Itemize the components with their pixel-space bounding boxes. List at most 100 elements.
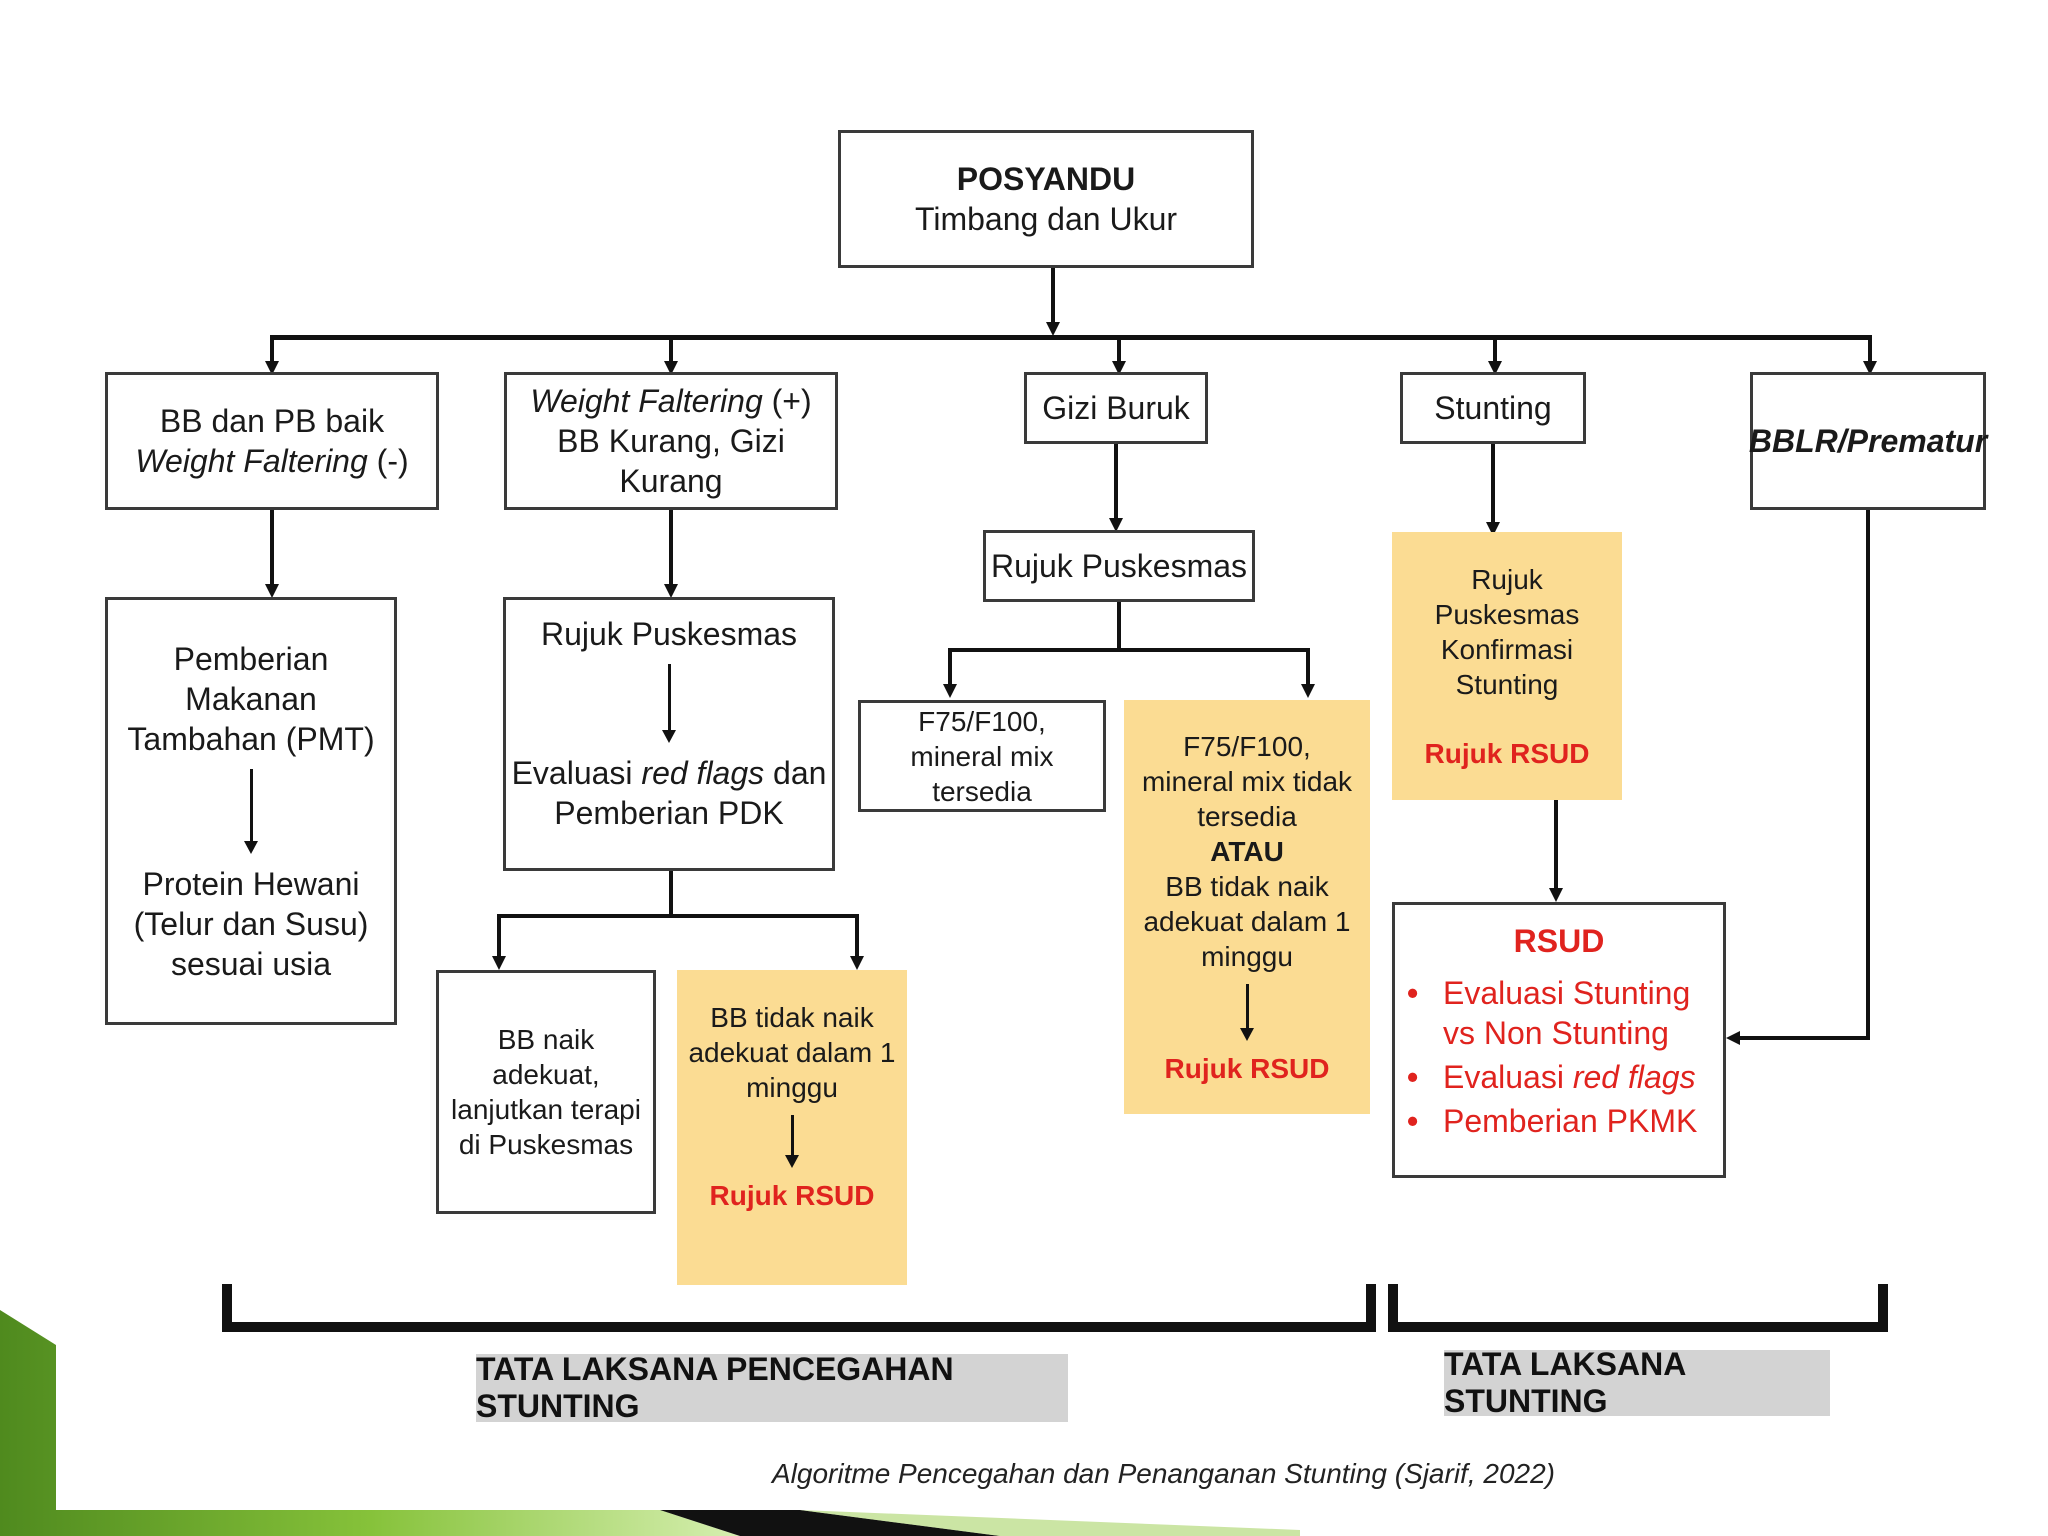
connector-main-bar (270, 335, 1872, 340)
pmt-text: Pemberian Makanan Tambahan (PMT) (127, 640, 375, 757)
rujuk-col2-inner-arrow-shaft (667, 664, 671, 730)
rsud-item-pemberian-pkmk: Pemberian PKMK (1395, 1101, 1723, 1141)
bb-tidak-naik-col2-inner-arrow (785, 1115, 799, 1168)
connector-col2-split-bar (497, 914, 859, 918)
connector-col2-right-drop (855, 914, 859, 958)
bb-pb-baik-box: BB dan PB baik Weight Faltering (-) (105, 372, 439, 510)
bracket-prevention (222, 1284, 1376, 1332)
f75-tersedia-box: F75/F100, mineral mix tersedia (858, 700, 1106, 812)
arrow-col2-right-drop (850, 956, 864, 970)
connector-col5-down (1866, 510, 1870, 1040)
weight-faltering-pos-sign: (+) (762, 383, 812, 419)
arrow-drop-col4 (1488, 361, 1502, 375)
rsud-item2-italic: red flags (1572, 1059, 1696, 1095)
connector-col2-split-stem (669, 871, 673, 916)
arrow-drop-col3 (1112, 361, 1126, 375)
rsud-list: Evaluasi Stunting vs Non Stunting Evalua… (1395, 969, 1723, 1145)
arrow-col3-down (1109, 518, 1123, 532)
red-flags-italic: red flags (641, 755, 765, 791)
bb-naik-adekuat-box: BB naik adekuat, lanjutkan terapi di Pus… (436, 970, 656, 1214)
figure-caption: Algoritme Pencegahan dan Penanganan Stun… (772, 1458, 1555, 1489)
connector-col3-right-drop (1306, 648, 1310, 688)
connector-drop-col2 (669, 335, 673, 365)
rsud-item-evaluasi-stunting: Evaluasi Stunting vs Non Stunting (1395, 973, 1723, 1053)
bracket-treatment (1388, 1284, 1888, 1332)
rujuk-rsud-col2: Rujuk RSUD (709, 1180, 875, 1211)
connector-root-trunk (1051, 268, 1055, 330)
posyandu-subtitle: Timbang dan Ukur (914, 201, 1178, 237)
connector-drop-col4 (1493, 335, 1497, 365)
stunting-text: Stunting (1434, 390, 1552, 426)
label-prevention: TATA LAKSANA PENCEGAHAN STUNTING (476, 1351, 1068, 1424)
bb-pb-baik-line2: Weight Faltering (-) (135, 441, 408, 481)
evaluasi-line1: Evaluasi red flags dan (512, 753, 827, 793)
arrow-root-trunk (1046, 322, 1060, 336)
bb-tidak-naik-col2-inner-arrow-shaft (790, 1115, 794, 1155)
connector-col5-to-rsud (1738, 1036, 1870, 1040)
gizi-buruk-text: Gizi Buruk (1042, 390, 1190, 426)
arrow-col4-to-rsud (1549, 888, 1563, 902)
connector-col3-down (1114, 444, 1118, 522)
pmt-inner-arrow-head (244, 840, 258, 854)
bb-pb-baik-line1: BB dan PB baik (159, 403, 385, 439)
arrow-col2-down (664, 584, 678, 598)
bblr-prematur-box: BBLR/Prematur (1748, 372, 1988, 510)
weight-faltering-pos-line1: Weight Faltering (+) (530, 381, 811, 421)
pmt-box: Pemberian Makanan Tambahan (PMT) Protein… (105, 597, 397, 1025)
weight-faltering-neg-sign: (-) (367, 443, 409, 479)
connector-col2-left-drop (497, 914, 501, 958)
f75-tidak-tersedia-box: F75/F100, mineral mix tidak tersedia ATA… (1124, 700, 1370, 1114)
connector-drop-col5 (1868, 335, 1872, 365)
rujuk-konfirmasi-box: Rujuk Puskesmas Konfirmasi Stunting Ruju… (1392, 532, 1622, 800)
connector-drop-col3 (1117, 335, 1121, 365)
rsud-item-evaluasi-red-flags: Evaluasi red flags (1395, 1057, 1723, 1097)
bblr-prematur-text: BBLR/Prematur (1748, 423, 1988, 459)
connector-col1-down (270, 510, 274, 587)
rujuk-rsud-col4: Rujuk RSUD (1424, 737, 1590, 769)
col3-inner-arrow-shaft (1245, 983, 1249, 1028)
posyandu-title: POSYANDU (956, 161, 1136, 197)
rujuk-konfirmasi-text: Rujuk Puskesmas Konfirmasi Stunting (1434, 563, 1580, 700)
rujuk-puskesmas-col3-text: Rujuk Puskesmas (990, 548, 1248, 584)
evaluasi-pre: Evaluasi (511, 755, 642, 791)
weight-faltering-pos-box: Weight Faltering (+) BB Kurang, Gizi Kur… (504, 372, 838, 510)
rujuk-col2-inner-arrow (662, 664, 676, 743)
connector-col2-down (669, 510, 673, 587)
weight-faltering-pos-italic: Weight Faltering (530, 383, 763, 419)
bb-naik-adekuat-text: BB naik adekuat, lanjutkan terapi di Pus… (451, 1024, 641, 1160)
f75-tersedia-text: F75/F100, mineral mix tersedia (910, 705, 1054, 807)
pmt-inner-arrow-shaft (249, 768, 253, 841)
bb-tidak-naik-col2-text: BB tidak naik adekuat dalam 1 minggu (688, 1002, 896, 1103)
arrow-drop-col1 (265, 361, 279, 375)
connector-drop-col1 (270, 335, 274, 365)
rsud-title: RSUD (1513, 923, 1605, 959)
bb-tidak-naik-col2-box: BB tidak naik adekuat dalam 1 minggu Ruj… (677, 970, 907, 1285)
bb-tidak-naik-col2-inner-arrow-head (785, 1155, 799, 1168)
arrow-drop-col5 (1863, 361, 1877, 375)
bb-kurang-line: BB Kurang, Gizi Kurang (557, 423, 785, 499)
evaluasi-post: dan (764, 755, 827, 791)
protein-hewani-text: Protein Hewani (Telur dan Susu) sesuai u… (133, 865, 369, 982)
arrow-col3-right-drop (1301, 684, 1315, 698)
arrow-col3-left-drop (943, 684, 957, 698)
bb-tidak-naik-col3-text: BB tidak naik adekuat dalam 1 minggu (1143, 870, 1351, 972)
col3-inner-arrow-head (1240, 1027, 1254, 1041)
label-treatment: TATA LAKSANA STUNTING (1444, 1346, 1830, 1419)
posyandu-box: POSYANDU Timbang dan Ukur (838, 130, 1254, 268)
col3-inner-arrow (1240, 983, 1254, 1041)
pmt-inner-arrow (244, 768, 258, 854)
rujuk-puskesmas-col2-box: Rujuk Puskesmas Evaluasi red flags dan P… (503, 597, 835, 871)
arrow-col2-left-drop (492, 956, 506, 970)
rujuk-puskesmas-col3-box: Rujuk Puskesmas (983, 530, 1255, 602)
pemberian-pdk-line: Pemberian PDK (554, 795, 784, 831)
weight-faltering-neg-italic: Weight Faltering (135, 443, 368, 479)
connector-col4-to-rsud (1554, 800, 1558, 892)
arrow-col5-to-rsud (1726, 1031, 1740, 1045)
rsud-box: RSUD Evaluasi Stunting vs Non Stunting E… (1392, 902, 1726, 1178)
rsud-item2-pre: Evaluasi (1443, 1059, 1573, 1095)
arrow-col1-down (265, 584, 279, 598)
atau-text: ATAU (1210, 835, 1284, 867)
rujuk-rsud-col3: Rujuk RSUD (1164, 1052, 1330, 1084)
arrow-drop-col2 (664, 361, 678, 375)
